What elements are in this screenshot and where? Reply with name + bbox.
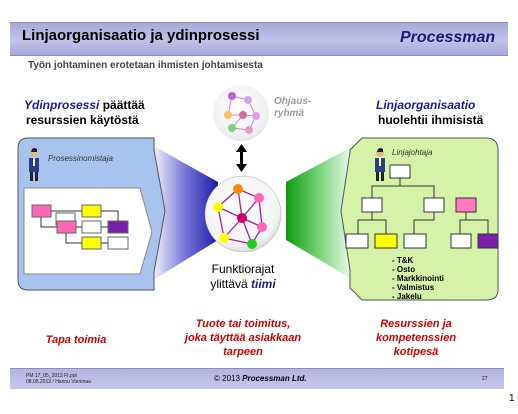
right-bottom-line3: kotipesä [393, 346, 439, 358]
left-bottom-label: Tapa toimia [45, 334, 107, 346]
right-bottom-line1: Resurssien ja [380, 318, 452, 330]
footer-page-number: 27 [482, 376, 488, 382]
footer-bar [10, 368, 504, 389]
team-label-line1: Funktiorajat [211, 262, 275, 276]
title-bar [10, 22, 508, 56]
function-item: - Valmistus [392, 283, 435, 292]
right-funnel [286, 144, 357, 282]
team-label-line2: ylittävä tiimi [199, 277, 287, 292]
right-bottom-label: Resurssien ja kompetenssien kotipesä [366, 317, 466, 359]
function-item: - T&K [392, 256, 414, 265]
footer-copyright: © 2013 Processman Ltd. [214, 374, 307, 383]
left-heading-line2: resurssien käytöstä [26, 113, 139, 127]
slide-subtitle: Työn johtaminen erotetaan ihmisten johta… [28, 60, 263, 71]
footer-file-line2: 08.05.2013 / Hannu Vierimaa [26, 379, 91, 385]
slide-title: Linjaorganisaatio ja ydinprosessi [22, 27, 260, 44]
process-owner-person-icon [29, 148, 39, 181]
team-ball [204, 175, 282, 253]
copyright-brand: Processman Ltd. [242, 374, 307, 383]
line-manager-label: Linjajohtaja [392, 148, 433, 157]
steering-label-line1: Ohjaus- [274, 96, 312, 107]
org-chart [345, 164, 499, 249]
slide-number: 1 [509, 393, 515, 404]
center-bottom-label: Tuote tai toimitus, joka täyttää asiakka… [178, 317, 308, 359]
left-funnel [150, 144, 218, 282]
team-label-em: tiimi [251, 277, 276, 291]
steering-label-line2: ryhmä [274, 108, 305, 119]
center-bottom-line2: joka täyttää asiakkaan [184, 332, 302, 344]
function-item: - Osto [392, 265, 416, 274]
left-heading: Ydinprosessi päättää [24, 98, 145, 113]
footer-file-line1: PM 17_05_2013 FI.ppt [26, 373, 77, 379]
right-bottom-line2: kompetenssien [375, 332, 457, 344]
team-label: Funktiorajat ylittävä tiimi [199, 262, 287, 292]
left-heading-rest: päättää [99, 98, 145, 112]
center-bottom-line1: Tuote tai toimitus, [195, 318, 291, 330]
center-bottom-line3: tarpeen [223, 346, 263, 358]
function-item: - Markkinointi [392, 274, 445, 283]
double-arrow-icon [236, 144, 247, 172]
functions-list: - T&K - Osto - Markkinointi - Valmistus … [392, 256, 444, 301]
right-heading-line2: huolehtii ihmisistä [378, 113, 484, 127]
footer-file-info: PM 17_05_2013 FI.ppt 08.05.2013 / Hannu … [26, 373, 91, 385]
function-item: - Jakelu [392, 292, 422, 301]
brand-logo-text: Processman [400, 29, 496, 46]
process-flow [31, 204, 129, 250]
process-owner-label: Prosessinomistaja [48, 154, 113, 163]
copyright-prefix: © 2013 [214, 374, 243, 383]
team-label-prefix: ylittävä [210, 277, 251, 291]
line-organization-panel [340, 137, 499, 301]
steering-group-ball [213, 85, 269, 141]
steering-group-label: Ohjaus- ryhmä [274, 96, 311, 120]
left-heading-em: Ydinprosessi [24, 98, 100, 112]
line-manager-person-icon [375, 148, 385, 181]
right-heading-em: Linjaorganisaatio [376, 98, 476, 112]
